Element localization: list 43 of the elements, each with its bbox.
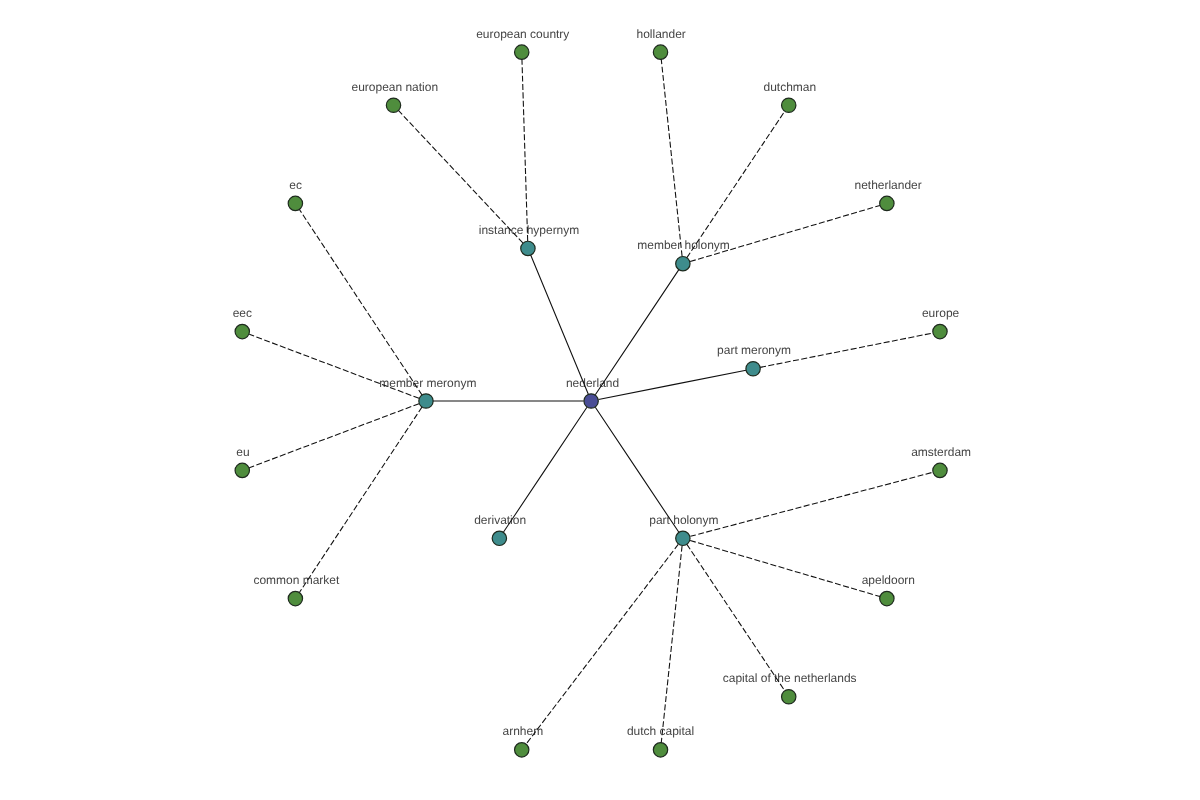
node-circle xyxy=(651,43,668,59)
connector xyxy=(529,253,588,394)
node-circle xyxy=(931,322,947,339)
connector xyxy=(520,58,528,241)
connector xyxy=(593,405,679,532)
connector xyxy=(593,268,679,395)
node-circle xyxy=(779,687,796,704)
node-circle xyxy=(519,239,535,256)
connector xyxy=(297,405,422,593)
connector xyxy=(688,203,880,262)
node-circle xyxy=(233,322,250,339)
node-circle xyxy=(582,392,598,408)
node-circle xyxy=(490,529,507,546)
connector xyxy=(247,402,419,468)
node-circle xyxy=(286,194,303,211)
connector xyxy=(431,399,584,401)
connector xyxy=(596,368,746,400)
connector xyxy=(688,538,880,597)
node-circle xyxy=(417,392,433,408)
connector xyxy=(247,332,419,398)
connector xyxy=(297,207,422,395)
connector xyxy=(524,542,678,744)
node-circle xyxy=(744,360,760,376)
node-circle xyxy=(878,589,894,606)
connector xyxy=(758,331,933,367)
connector xyxy=(501,405,587,532)
node-circle xyxy=(512,43,529,59)
node-circle xyxy=(931,461,947,478)
connector xyxy=(685,109,785,258)
connector xyxy=(688,470,933,536)
connector xyxy=(397,109,523,243)
connector xyxy=(659,544,682,743)
connector xyxy=(685,542,785,691)
node-circle xyxy=(674,254,690,271)
node-circle xyxy=(233,461,250,478)
node-circle xyxy=(384,96,401,113)
connector xyxy=(659,57,682,256)
node-circle xyxy=(779,96,796,113)
node-circle xyxy=(674,529,690,546)
node-circle xyxy=(512,741,529,757)
node-circle xyxy=(651,741,668,757)
node-circle xyxy=(878,194,894,211)
node-circle xyxy=(286,589,303,606)
